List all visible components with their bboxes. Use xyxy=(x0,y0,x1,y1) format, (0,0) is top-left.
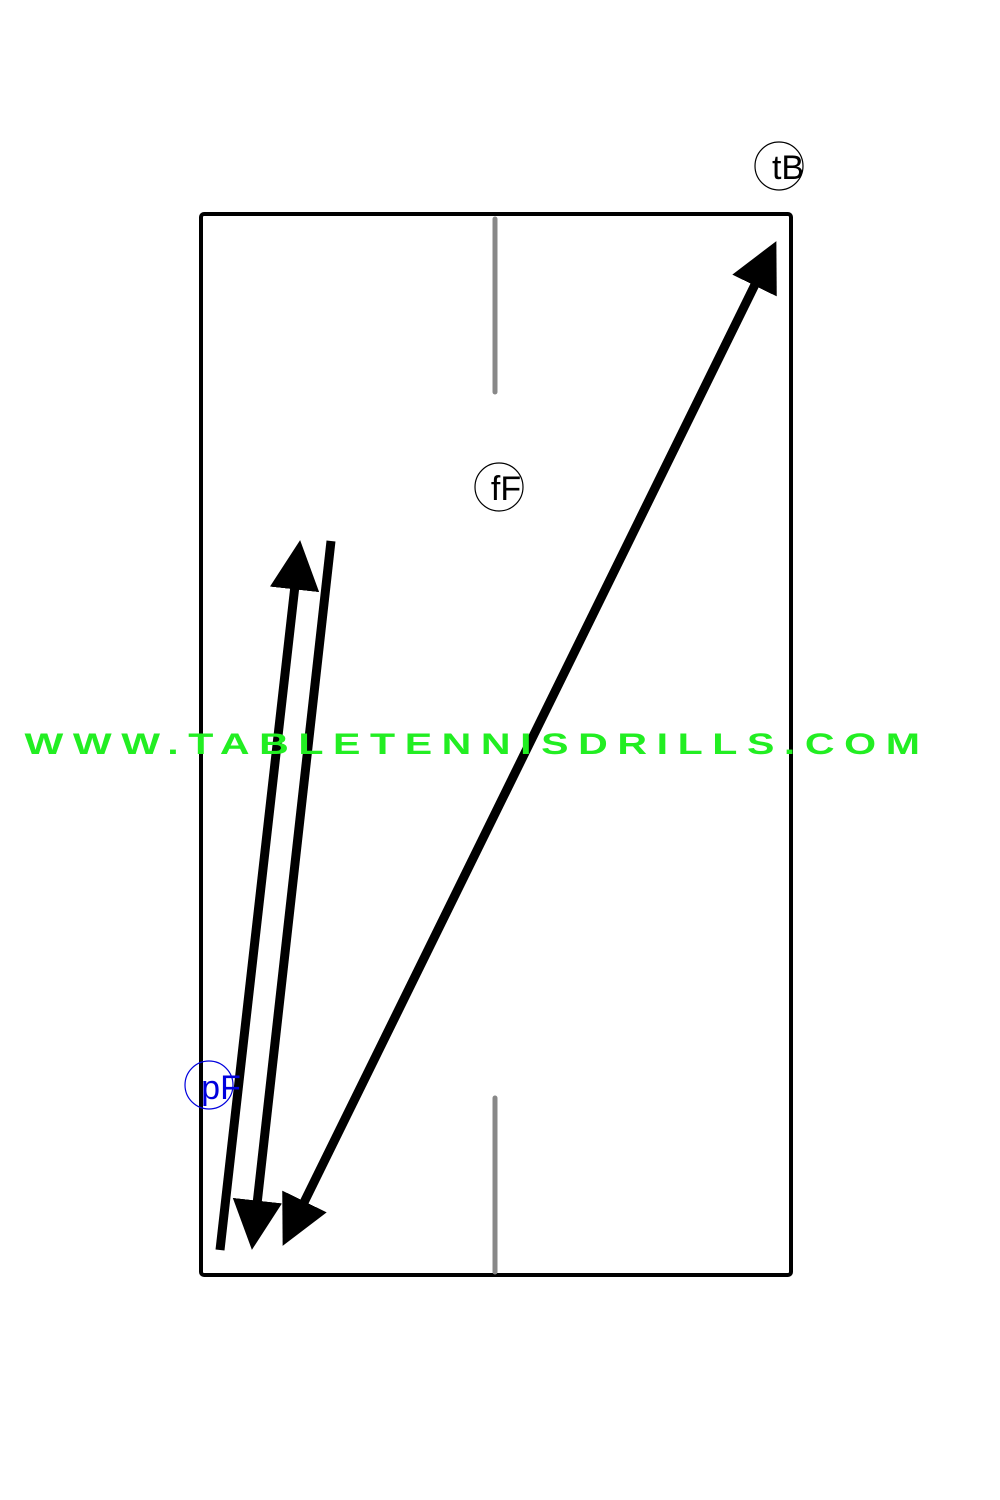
label-text-ff: fF xyxy=(491,470,521,508)
label-circle-icon xyxy=(184,1060,234,1110)
label-middle-forehand: fF xyxy=(474,462,524,512)
watermark-text: WWW.TABLETENNISDRILLS.COM xyxy=(25,728,930,761)
label-player-forehand: pF xyxy=(184,1060,241,1110)
label-circle-icon xyxy=(754,141,804,191)
label-text-pf: pF xyxy=(201,1069,241,1107)
label-circle-icon xyxy=(474,462,524,512)
table-outline xyxy=(199,212,793,1277)
label-text-tb: tB xyxy=(772,149,804,187)
label-top-backhand: tB xyxy=(754,141,804,191)
arrow-diagonal-double xyxy=(282,241,777,1246)
